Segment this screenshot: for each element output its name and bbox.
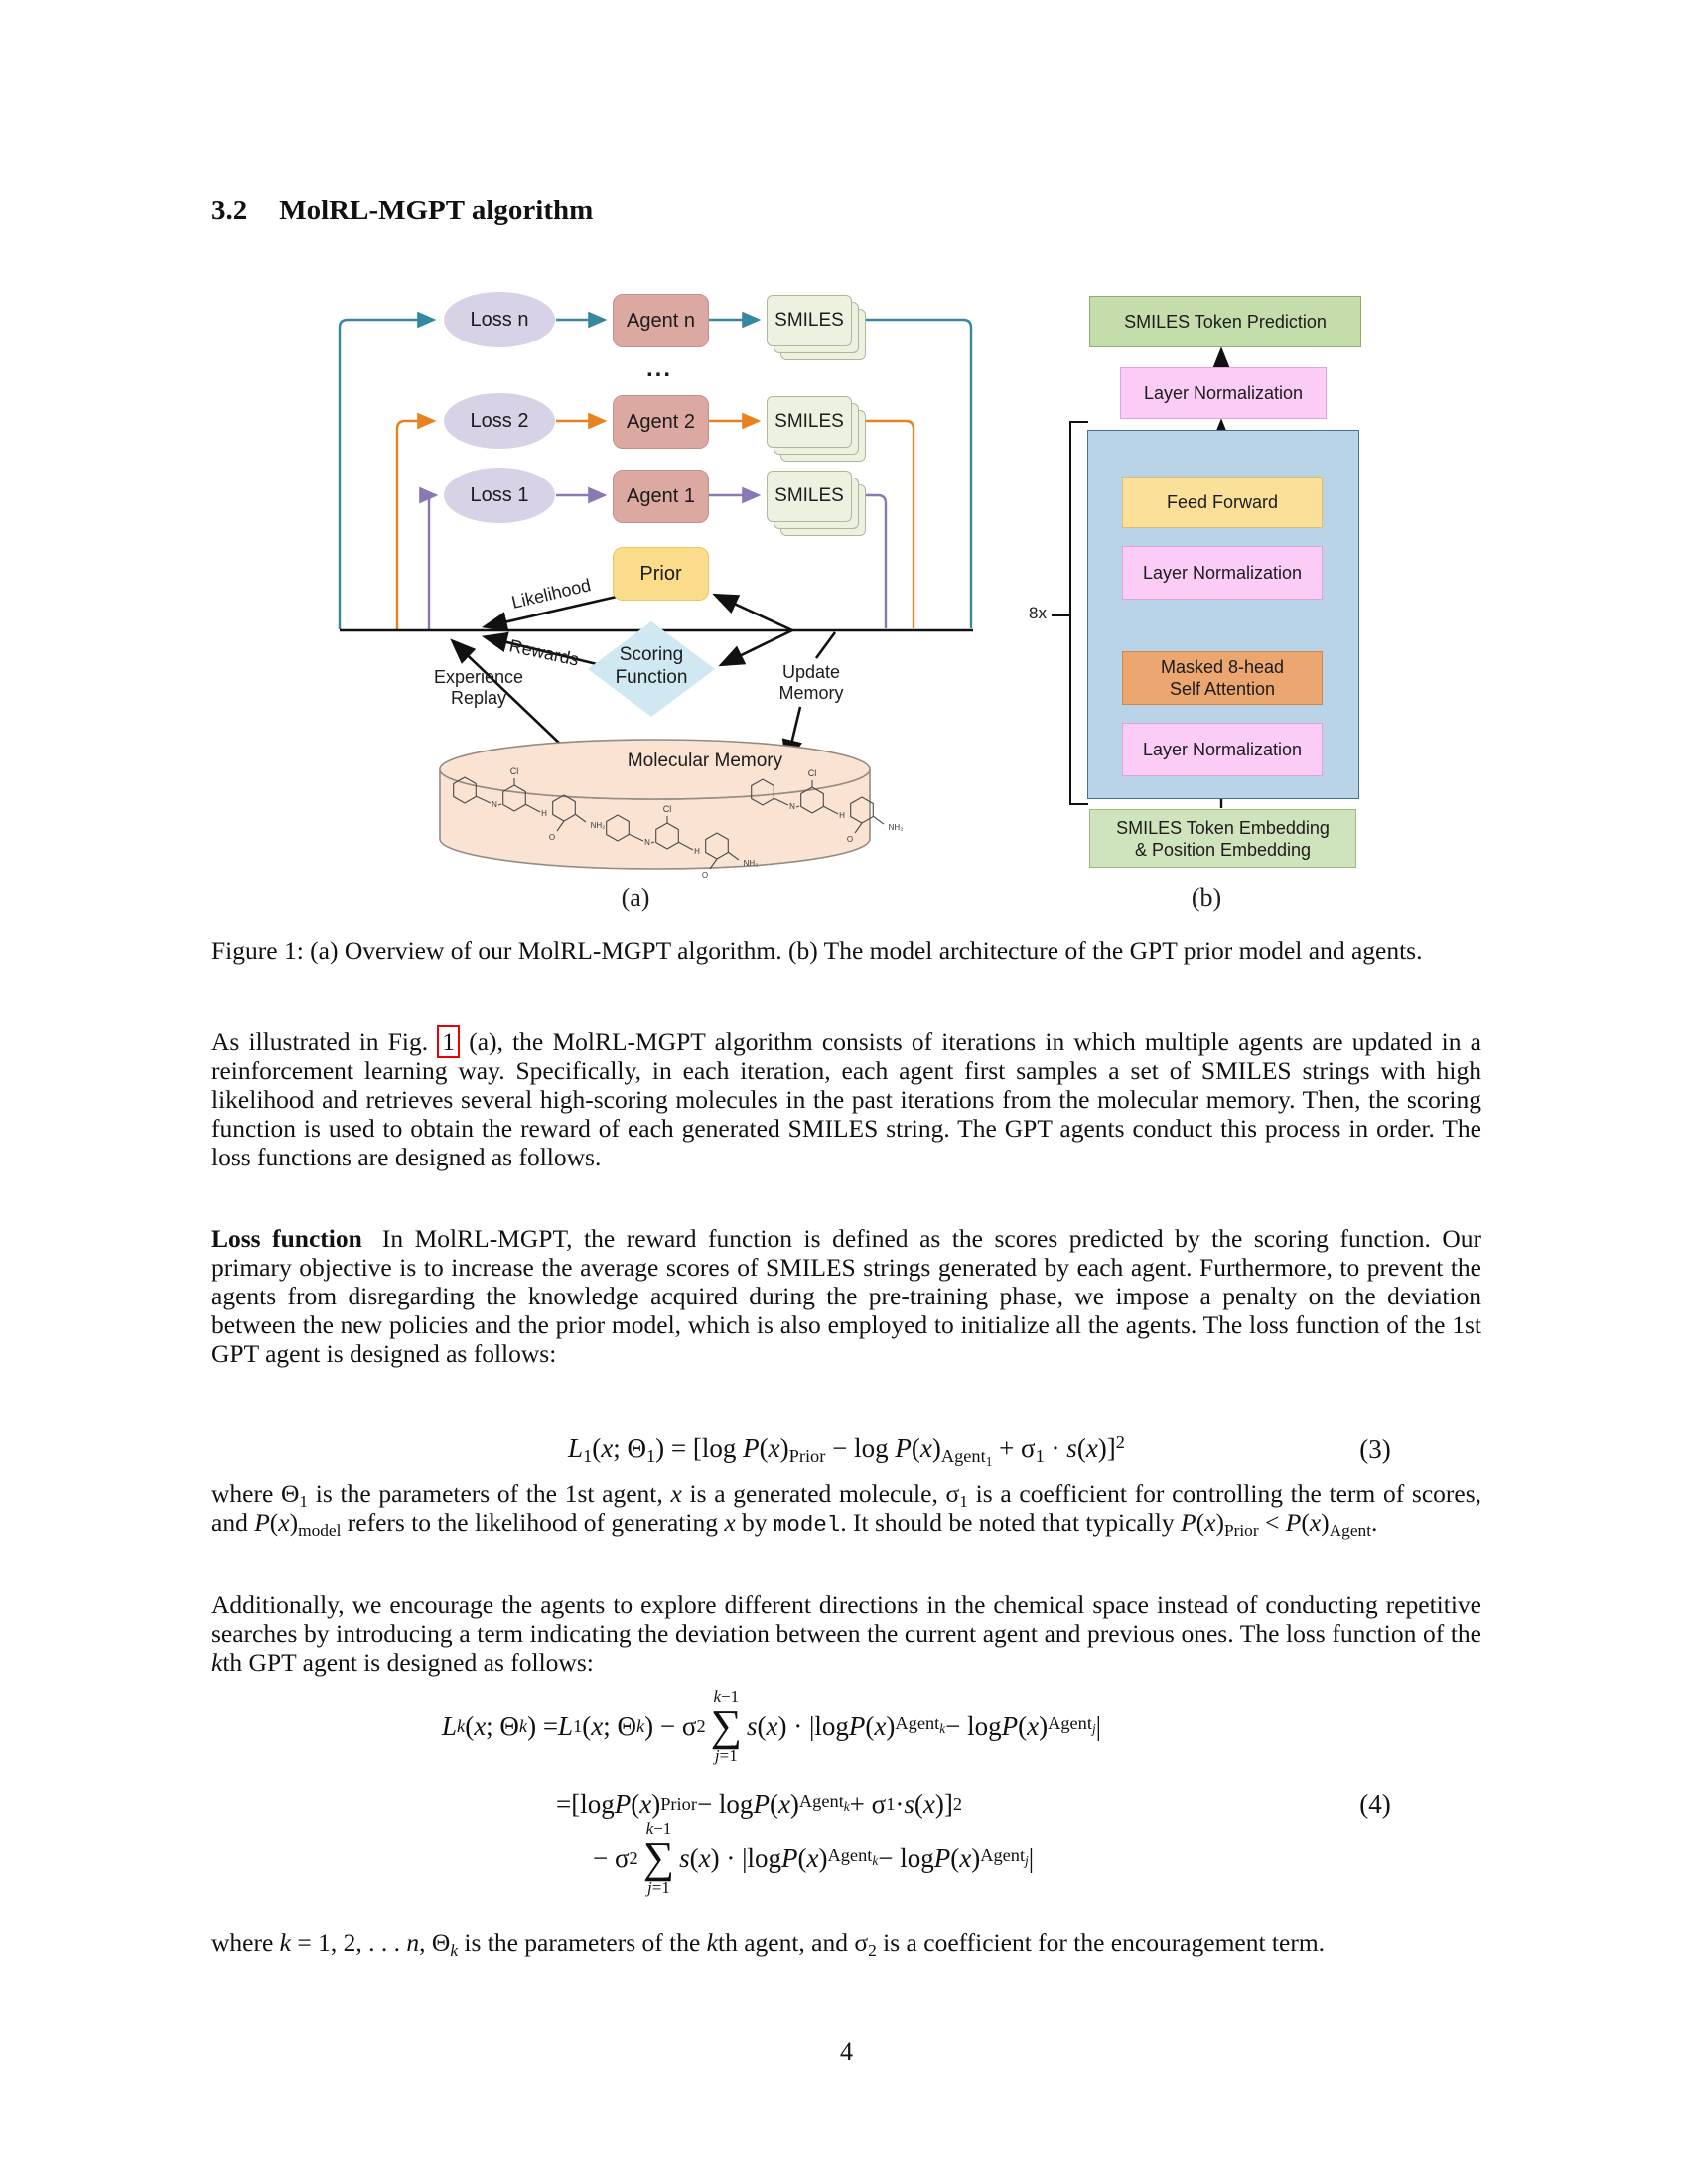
junction-arrows xyxy=(712,593,793,667)
svg-text:Cl: Cl xyxy=(663,804,672,814)
loss-function-text: In MolRL-MGPT, the reward function is de… xyxy=(211,1224,1481,1368)
agent-n-node: Agent n xyxy=(613,294,709,347)
embedding-line2: & Position Embedding xyxy=(1134,839,1312,860)
repeat-8x-label: 8x xyxy=(1029,604,1047,622)
likelihood-label: Likelihood xyxy=(509,575,592,613)
section-heading: 3.2 MolRL-MGPT algorithm xyxy=(211,195,593,227)
agents-ellipsis: ... xyxy=(645,355,672,382)
prior-node: Prior xyxy=(613,547,709,601)
svg-text:H: H xyxy=(541,809,547,818)
masked-attention-box: Masked 8-head Self Attention xyxy=(1122,651,1323,705)
panel-a-label: (a) xyxy=(621,884,650,912)
attention-line2: Self Attention xyxy=(1169,679,1276,699)
loss-to-agent-arrows xyxy=(556,311,608,504)
paragraph-1: As illustrated in Fig. 1 (a), the MolRL-… xyxy=(211,1025,1481,1171)
smiles-card-label: SMILES xyxy=(767,471,852,522)
attention-line1: Masked 8-head xyxy=(1160,657,1285,677)
panel-b-label: (b) xyxy=(1191,884,1222,912)
section-title: MolRL-MGPT algorithm xyxy=(279,195,594,226)
repeat-bracket xyxy=(1052,421,1088,805)
update-line2: Memory xyxy=(778,683,844,703)
svg-text:O: O xyxy=(549,833,555,842)
loss-2-node: Loss 2 xyxy=(444,393,555,449)
svg-text:H: H xyxy=(694,847,700,856)
agent-1-node: Agent 1 xyxy=(613,470,709,523)
update-memory-label: Update Memory xyxy=(752,662,871,704)
experience-line2: Replay xyxy=(450,688,507,708)
smiles-stack-2: SMILES xyxy=(767,396,866,462)
svg-text:O: O xyxy=(702,871,708,880)
equation-3: L1(x; Θ1) = [log P(x)Prior − log P(x)Age… xyxy=(568,1432,1125,1470)
smiles-token-prediction-box: SMILES Token Prediction xyxy=(1089,296,1361,347)
smiles-card-label: SMILES xyxy=(767,396,852,448)
loss-n-node: Loss n xyxy=(444,292,555,347)
feed-forward-box: Feed Forward xyxy=(1122,477,1323,528)
token-embedding-box: SMILES Token Embedding & Position Embedd… xyxy=(1089,809,1356,868)
smiles-card-label: SMILES xyxy=(767,295,852,346)
agent-2-node: Agent 2 xyxy=(613,395,709,449)
rewards-label: Rewards xyxy=(507,635,581,669)
smiles-stack-n: SMILES xyxy=(767,295,866,360)
svg-text:O: O xyxy=(847,835,853,844)
scoring-line1: Scoring xyxy=(619,644,684,665)
svg-text:NH₂: NH₂ xyxy=(591,821,606,830)
agent-to-smiles-arrows xyxy=(708,311,762,504)
svg-text:Cl: Cl xyxy=(510,766,519,776)
svg-text:N: N xyxy=(789,802,795,811)
scoring-line2: Function xyxy=(615,667,688,688)
section-number: 3.2 xyxy=(211,195,248,226)
paragraph-3: where Θ1 is the parameters of the 1st ag… xyxy=(211,1479,1481,1540)
svg-text:NH₂: NH₂ xyxy=(889,823,904,832)
smiles-stack-1: SMILES xyxy=(767,471,866,536)
molecular-memory-title: Molecular Memory xyxy=(627,751,783,771)
figure-caption: Figure 1: (a) Overview of our MolRL-MGPT… xyxy=(211,936,1423,965)
loss-feedback-arrows xyxy=(338,311,439,629)
scoring-function-diamond xyxy=(588,621,715,717)
smiles-output-lines xyxy=(865,318,973,628)
molecule-drawings: N ClH O NH₂ N ClH O NH₂ N ClH O NH₂ xyxy=(453,766,904,880)
experience-replay-label: Experience Replay xyxy=(419,667,538,709)
layer-norm-top-box: Layer Normalization xyxy=(1120,367,1327,419)
paragraph-4: Additionally, we encourage the agents to… xyxy=(211,1590,1481,1677)
scoring-function-label: Scoring Function xyxy=(592,643,711,689)
feedback-input-arrows xyxy=(450,595,837,788)
svg-text:N: N xyxy=(492,800,497,809)
layer-norm-mid-box: Layer Normalization xyxy=(1122,546,1323,600)
layer-norm-bottom-box: Layer Normalization xyxy=(1122,723,1323,776)
loss-function-lead: Loss function xyxy=(211,1224,362,1253)
svg-text:H: H xyxy=(839,811,845,820)
embedding-line1: SMILES Token Embedding xyxy=(1116,817,1330,838)
loss-1-node: Loss 1 xyxy=(444,468,555,523)
molecular-memory-cylinder xyxy=(439,739,871,870)
figure-ref-link[interactable]: 1 xyxy=(437,1025,461,1058)
svg-text:Cl: Cl xyxy=(808,768,817,778)
update-line1: Update xyxy=(781,662,841,682)
experience-line1: Experience xyxy=(433,667,524,687)
equation-3-number: (3) xyxy=(1359,1434,1391,1464)
paragraph-5: where k = 1, 2, . . . n, Θk is the param… xyxy=(211,1928,1326,1960)
svg-text:NH₂: NH₂ xyxy=(744,859,759,868)
svg-text:N: N xyxy=(644,838,650,847)
page-number: 4 xyxy=(840,2037,853,2066)
equation-4-number: (4) xyxy=(1359,1789,1391,1819)
